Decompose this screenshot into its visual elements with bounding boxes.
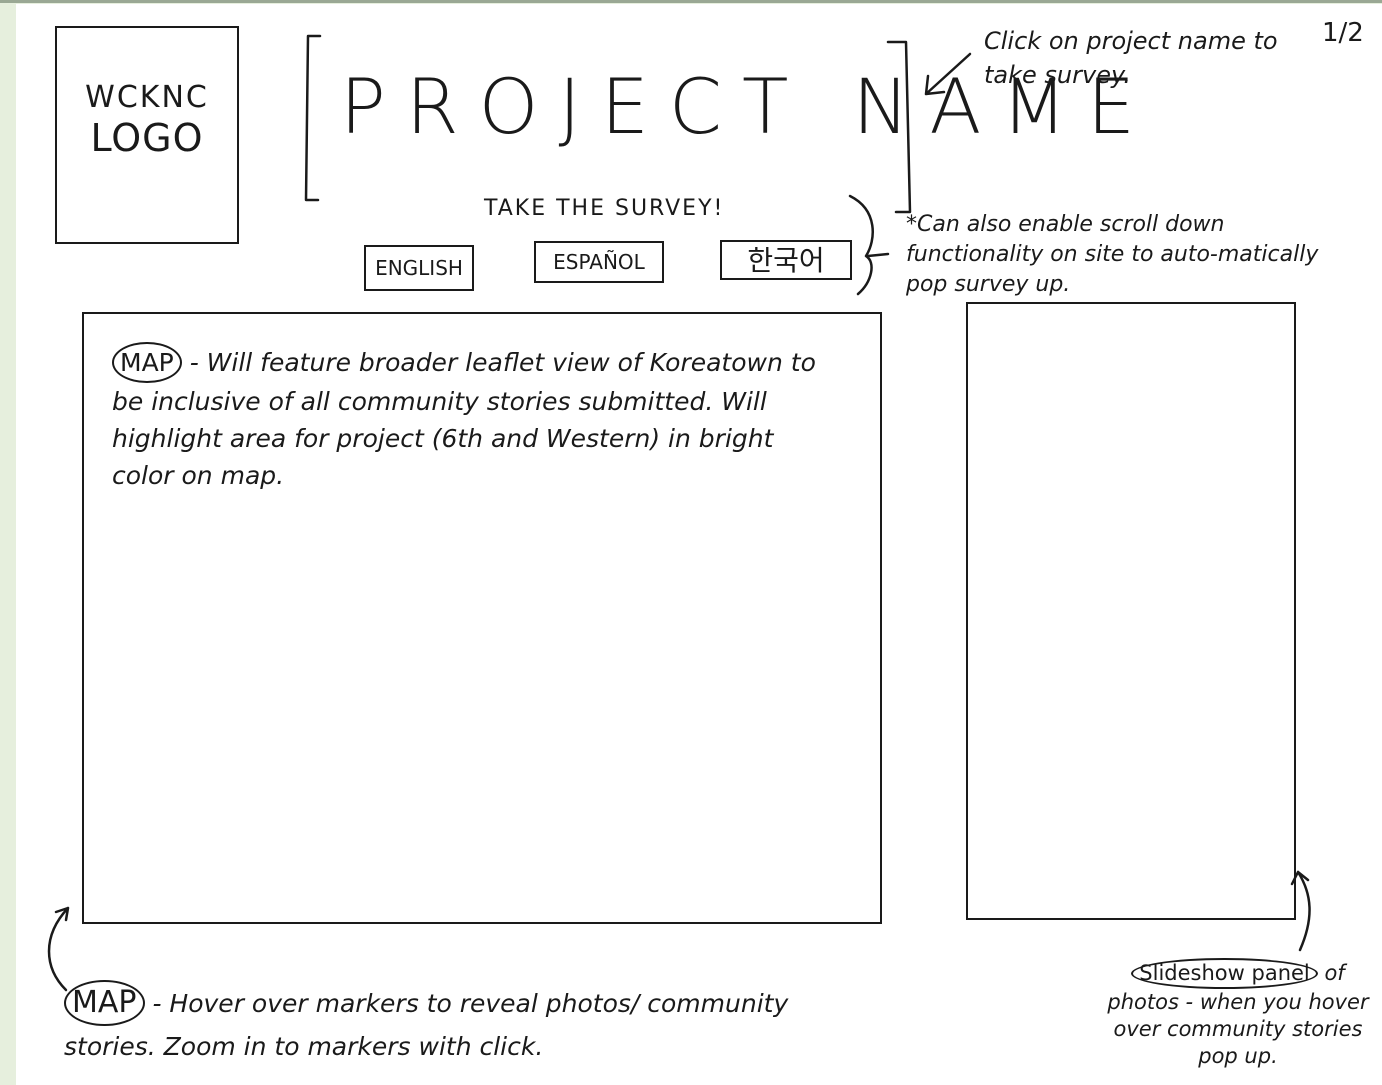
logo-line-2: LOGO [90, 116, 204, 160]
scroll-note: *Can also enable scroll down functionali… [906, 212, 1319, 297]
korean-button[interactable]: 한국어 [720, 240, 852, 280]
map-note: MAP - Hover over markers to reveal photo… [64, 980, 884, 1068]
map-note-tag: MAP [64, 980, 145, 1026]
title-note: Click on project name to take survey. [984, 27, 1278, 89]
logo-box[interactable]: WCKNC LOGO [55, 26, 239, 244]
sketch-paper [16, 4, 1382, 1085]
map-note-text: - Hover over markers to reveal photos/ c… [64, 989, 789, 1061]
map-tag: MAP [112, 342, 182, 383]
english-button[interactable]: ENGLISH [364, 245, 474, 291]
page-number: 1/2 [1322, 18, 1364, 48]
survey-prompt: TAKE THE SURVEY! [484, 196, 725, 221]
project-title[interactable]: PROJECT NAME [340, 62, 1155, 151]
espanol-button[interactable]: ESPAÑOL [534, 241, 664, 283]
slideshow-panel[interactable] [966, 302, 1296, 920]
top-border [0, 0, 1382, 3]
slideshow-note: Slideshow panel of photos - when you hov… [1100, 958, 1376, 1070]
slideshow-note-text: of photos - when you hover over communit… [1107, 961, 1369, 1068]
map-description: MAP - Will feature broader leaflet view … [112, 342, 832, 494]
map-description-text: - Will feature broader leaflet view of K… [112, 348, 816, 490]
logo-line-1: WCKNC [85, 80, 209, 115]
slideshow-note-tag: Slideshow panel [1131, 958, 1318, 989]
map-panel[interactable]: MAP - Will feature broader leaflet view … [82, 312, 882, 924]
